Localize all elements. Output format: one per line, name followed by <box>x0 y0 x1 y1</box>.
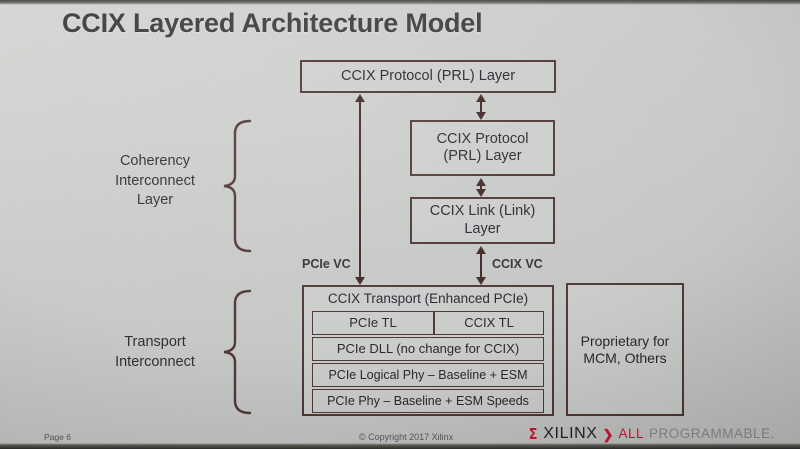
arrow-up-icon <box>476 94 486 102</box>
box-ccix-tl[interactable]: CCIX TL <box>434 311 544 335</box>
chevron-right-icon: ❯ <box>602 426 614 442</box>
page-number: Page 6 <box>44 432 71 442</box>
tagline-all: ALL <box>618 426 644 442</box>
arrow-down-icon <box>476 277 486 285</box>
box-ccix-protocol-prl-layer-top[interactable]: CCIX Protocol (PRL) Layer <box>300 60 556 93</box>
connector-prltop-to-prlmid <box>480 101 482 113</box>
arrow-up-icon <box>355 94 365 102</box>
arrow-up-icon <box>476 178 486 186</box>
box-proprietary-mcm[interactable]: Proprietary for MCM, Others <box>566 283 684 416</box>
box-pcie-tl[interactable]: PCIe TL <box>312 311 434 335</box>
arrow-down-icon <box>355 277 365 285</box>
box-ccix-link-layer[interactable]: CCIX Link (Link) Layer <box>410 197 555 244</box>
connector-link-to-transport <box>480 253 482 278</box>
xilinx-wordmark: XILINX <box>543 425 598 442</box>
curly-brace-icon <box>223 289 252 415</box>
group-label-coherency: Coherency Interconnect Layer <box>115 153 195 209</box>
connector-prlmid-to-link <box>480 185 482 190</box>
box-pcie-logical-phy[interactable]: PCIe Logical Phy – Baseline + ESM <box>312 363 544 387</box>
box-pcie-phy[interactable]: PCIe Phy – Baseline + ESM Speeds <box>312 389 544 413</box>
copyright-notice: © Copyright 2017 Xilinx <box>359 432 454 442</box>
arrow-down-icon <box>476 189 486 197</box>
box-ccix-protocol-prl-layer[interactable]: CCIX Protocol (PRL) Layer <box>410 120 555 176</box>
footer-divider <box>0 444 800 445</box>
label-pcie-vc: PCIe VC <box>302 257 351 271</box>
xilinx-logo: Σ XILINX ❯ ALL PROGRAMMABLE. <box>528 426 775 442</box>
box-ccix-transport-title: CCIX Transport (Enhanced PCIe) <box>327 291 529 306</box>
label-ccix-vc: CCIX VC <box>492 257 543 271</box>
curly-brace-icon <box>223 119 252 253</box>
xilinx-sigma-icon: Σ <box>528 424 538 443</box>
box-ccix-transport[interactable]: CCIX Transport (Enhanced PCIe) <box>302 285 554 416</box>
photo-top-band <box>0 0 800 5</box>
tagline-programmable: PROGRAMMABLE. <box>648 426 775 442</box>
arrow-down-icon <box>476 112 486 120</box>
connector-prl-to-transport <box>359 101 361 278</box>
box-pcie-dll[interactable]: PCIe DLL (no change for CCIX) <box>312 337 544 361</box>
arrow-up-icon <box>476 246 486 254</box>
brace-transport <box>222 288 252 416</box>
group-label-transport: Transport Interconnect <box>115 334 195 370</box>
page-title: CCIX Layered Architecture Model <box>62 8 483 38</box>
brace-coherency <box>222 118 252 254</box>
